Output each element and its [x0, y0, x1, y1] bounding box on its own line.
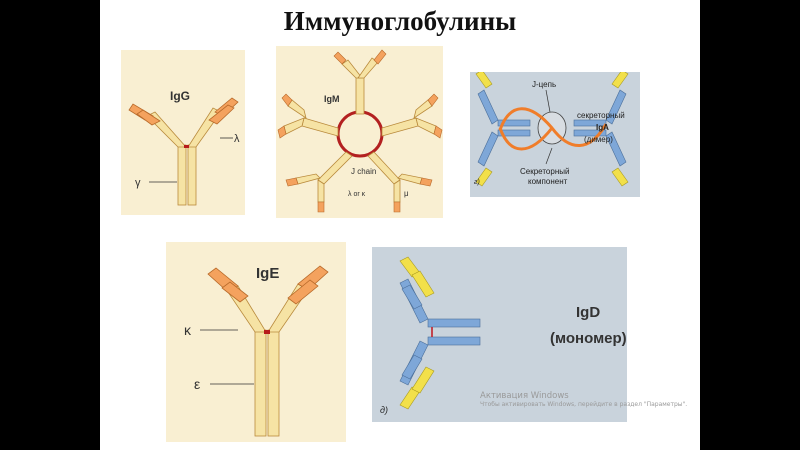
iga-secretory-line1: секреторный — [577, 111, 625, 120]
iga-secretory-line3: (димер) — [584, 135, 613, 144]
ige-name-label: IgE — [256, 265, 279, 282]
iga-j-chain-label: J-цепь — [532, 80, 556, 89]
igm-monomer-left — [277, 93, 339, 139]
watermark-title: Активация Windows — [480, 391, 569, 401]
iga-component-line2: компонент — [528, 177, 568, 186]
igg-diagram: IgG λ γ — [121, 50, 245, 215]
igg-lambda-label: λ — [234, 133, 240, 145]
igm-monomer-bottom-left — [285, 151, 353, 213]
iga-left-monomer — [475, 72, 531, 187]
watermark-subtitle: Чтобы активировать Windows, перейдите в … — [480, 401, 688, 408]
igd-monomer — [399, 256, 481, 410]
igd-name-label: IgD — [576, 304, 600, 321]
igm-monomer-bottom-right — [367, 151, 433, 213]
iga-component-line1: Секреторный — [520, 167, 569, 176]
iga-right-monomer — [573, 72, 629, 187]
ige-kappa-label: κ — [184, 322, 192, 338]
windows-activation-watermark: Активация Windows Чтобы активировать Win… — [480, 391, 700, 408]
igd-subtitle-label: (мономер) — [550, 330, 627, 347]
slide: Иммуноглобулины IgG λ — [100, 0, 700, 450]
iga-diagram: J-цепь секреторный IgA (димер) Секреторн… — [470, 72, 640, 197]
igm-j-chain-label: J chain — [351, 167, 376, 176]
igd-diagram: IgD (мономер) д) — [372, 247, 627, 422]
igd-panel-letter: д) — [380, 405, 388, 415]
iga-panel-letter: г) — [474, 179, 480, 186]
igg-name-label: IgG — [170, 89, 190, 103]
igm-light-label: λ or κ — [348, 191, 366, 198]
igg-hinge — [184, 145, 189, 148]
ige-hinge — [264, 330, 270, 334]
igm-name-label: IgM — [324, 94, 340, 104]
iga-secretory-line2: IgA — [596, 123, 609, 132]
igm-diagram: IgM J chain λ or κ μ — [276, 46, 443, 218]
slide-title: Иммуноглобулины — [283, 6, 517, 36]
ige-diagram: IgE κ ε — [166, 242, 346, 442]
ige-epsilon-label: ε — [194, 376, 200, 392]
igm-monomer-top — [333, 49, 387, 115]
igm-mu-label: μ — [404, 189, 409, 198]
igg-gamma-label: γ — [135, 177, 141, 189]
igm-monomer-right — [381, 93, 443, 139]
